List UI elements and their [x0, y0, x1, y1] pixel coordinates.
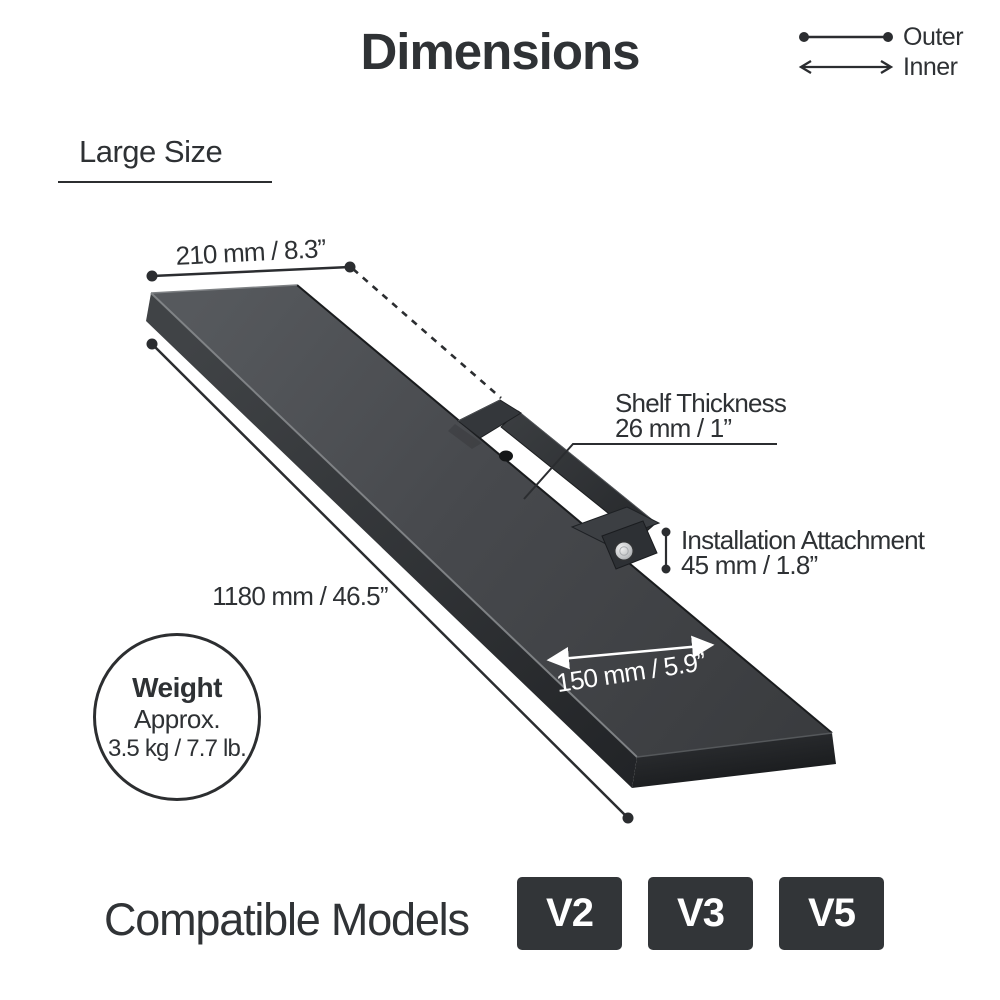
depth-measure-line: [151, 265, 351, 278]
measure-dot: [146, 270, 158, 282]
page-title: Dimensions: [360, 23, 640, 80]
measure-dot: [661, 564, 671, 574]
measurement-lines: [146, 261, 777, 824]
model-badge-v5: V5: [779, 877, 884, 950]
thickness-leader-line: [523, 443, 777, 500]
legend-inner-row: Inner: [798, 52, 998, 82]
legend-outer-row: Outer: [798, 22, 998, 52]
compatible-models-list: V2 V3 V5: [517, 877, 884, 950]
shelf-back-edge: [296, 284, 833, 734]
shelf-far-edge-highlight: [150, 284, 298, 294]
bracket-shadow: [448, 424, 482, 449]
measure-dot: [661, 527, 671, 537]
thickness-value: 26 mm / 1”: [615, 413, 731, 443]
weight-approx: Approx.: [133, 704, 221, 735]
outer-measure-icon: [799, 32, 893, 42]
legend: Outer Inner: [798, 22, 998, 82]
width-measure-arrow: [546, 635, 715, 670]
screw-hole: [499, 450, 513, 462]
shelf-side-face: [146, 293, 637, 788]
length-measure-line: [151, 343, 629, 819]
upper-bracket-highlight: [457, 399, 501, 422]
mounting-pin: [613, 540, 635, 562]
weight-value: 3.5 kg / 7.7 lb.: [108, 734, 247, 762]
attachment-label: Installation Attachment: [681, 525, 926, 555]
model-badge-v2: V2: [517, 877, 622, 950]
weight-title: Weight: [132, 671, 222, 703]
shelf-near-edge-highlight: [636, 732, 833, 758]
legend-outer-label: Outer: [903, 22, 964, 51]
compatible-models-label: Compatible Models: [104, 894, 470, 945]
shelf-front-edge-highlight: [150, 292, 638, 758]
length-dimension-label: 1180 mm / 46.5”: [212, 581, 388, 611]
measure-dot: [146, 338, 158, 350]
attachment-value: 45 mm / 1.8”: [681, 550, 817, 580]
mounting-attachment: [448, 399, 661, 570]
inner-measure-icon: [798, 60, 894, 74]
rail-highlight: [517, 410, 657, 524]
thickness-label: Shelf Thickness: [615, 388, 787, 418]
measure-dot: [622, 812, 634, 824]
shelf-front-face: [632, 733, 836, 788]
depth-dimension-label: 210 mm / 8.3”: [175, 233, 326, 271]
legend-inner-label: Inner: [903, 52, 958, 81]
model-badge-v3: V3: [648, 877, 753, 950]
lower-bracket-plate: [570, 506, 661, 544]
weight-badge: Weight Approx. 3.5 kg / 7.7 lb.: [93, 633, 261, 801]
mounting-pin-detail: [619, 546, 629, 556]
size-heading: Large Size: [58, 134, 272, 183]
